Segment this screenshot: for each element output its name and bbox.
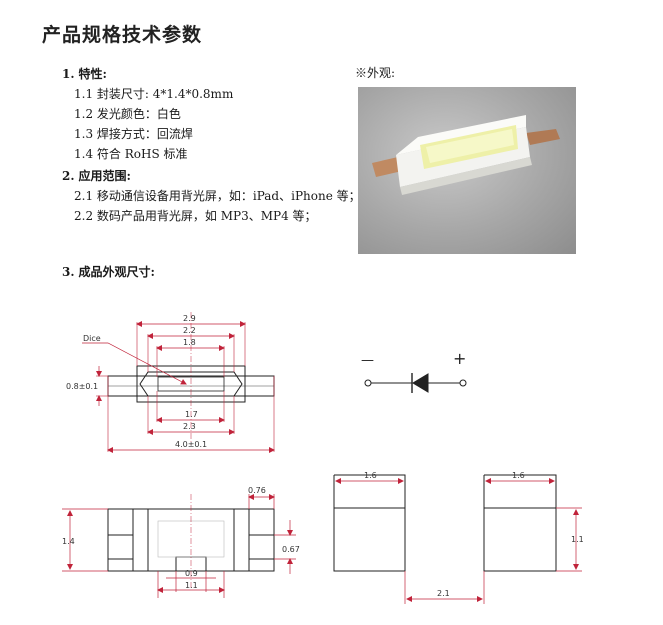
dim-1-7-label: 1.7: [185, 410, 198, 419]
dim-0-67-label: 0.67: [282, 545, 300, 554]
features-heading: 1.特性:: [62, 67, 107, 81]
top-view-dimension-lines: [82, 321, 275, 453]
pad-gap-label: 2.1: [437, 589, 450, 598]
dim-2-2-label: 2.2: [183, 326, 196, 335]
feature-item: 1.1 封装尺寸: 4*1.4*0.8mm: [74, 87, 234, 101]
dimensions-heading: 3.成品外观尺寸:: [62, 265, 155, 279]
pad-left-width-label: 1.6: [364, 471, 377, 480]
dim-height-label: 0.8±0.1: [66, 382, 98, 391]
appearance-label: ※外观:: [355, 66, 396, 80]
pad-layout-dimension-lines: [335, 478, 582, 604]
top-view-drawing: [96, 312, 275, 452]
dim-1-8-label: 1.8: [183, 338, 196, 347]
dim-1-4-label: 1.4: [62, 537, 75, 546]
dim-2-3-label: 2.3: [183, 422, 196, 431]
features-section: 1.特性: 1.1 封装尺寸: 4*1.4*0.8mm 1.2 发光颜色：白色 …: [62, 64, 233, 164]
page-title: 产品规格技术参数: [42, 24, 203, 46]
application-item: 2.2 数码产品用背光屏，如 MP3、MP4 等；: [74, 209, 317, 223]
pad-height-label: 1.1: [571, 535, 584, 544]
dim-2-9-label: 2.9: [183, 314, 196, 323]
cathode-minus-label: —: [361, 353, 374, 368]
dim-total-length-label: 4.0±0.1: [175, 440, 207, 449]
led-photo-drawing: [372, 115, 560, 195]
applications-heading: 2.应用范围:: [62, 169, 131, 183]
feature-item: 1.2 发光颜色：白色: [74, 107, 181, 121]
feature-item: 1.3 焊接方式：回流焊: [74, 127, 193, 141]
dim-0-76-label: 0.76: [248, 486, 266, 495]
led-photo: [358, 87, 576, 254]
dim-0-9-label: 0.9: [185, 569, 198, 578]
dice-label: Dice: [83, 334, 101, 343]
applications-section: 2.应用范围: 2.1 移动通信设备用背光屏，如：iPad、iPhone 等； …: [62, 166, 361, 226]
pad-right-width-label: 1.6: [512, 471, 525, 480]
feature-item: 1.4 符合 RoHS 标准: [74, 147, 188, 161]
pad-layout-drawing: [333, 474, 557, 572]
dimensions-section: 3.成品外观尺寸:: [62, 262, 155, 282]
application-item: 2.1 移动通信设备用背光屏，如：iPad、iPhone 等；: [74, 189, 361, 203]
dim-1-1-label: 1.1: [185, 581, 198, 590]
anode-plus-label: +: [453, 349, 466, 368]
bottom-view-dimension-lines: [62, 494, 296, 598]
diode-symbol: [364, 373, 467, 393]
